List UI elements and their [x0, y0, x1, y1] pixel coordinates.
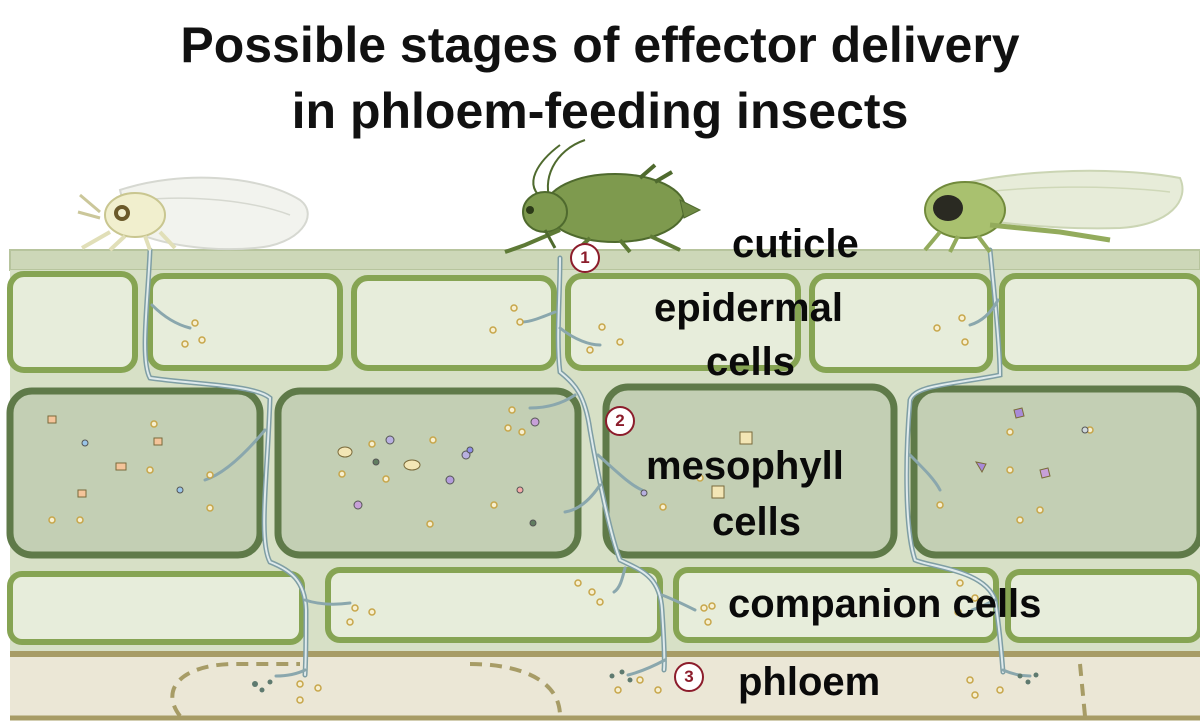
effector-shapes [47, 407, 1051, 499]
stage-marker-2: 2 [605, 406, 635, 436]
epidermal-cell [999, 273, 1200, 371]
epidermal-cell [351, 275, 557, 371]
phloem-label: phloem [738, 660, 881, 704]
epidermal-cell [147, 273, 343, 371]
effector-particles-colored [81, 417, 1089, 527]
mesophyll-cell [602, 383, 898, 559]
epidermal-label-line-1: epidermal [654, 286, 843, 330]
companion-cell [1005, 569, 1200, 643]
companion-cell [325, 567, 663, 643]
leafhopper-eye [933, 195, 963, 221]
title-line-2: in phloem-feeding insects [291, 83, 909, 139]
sieve-element-outline [170, 662, 300, 718]
whitefly-illustration [77, 176, 309, 252]
phloem-layer [10, 651, 1200, 721]
mesophyll-label-line-1: mesophyll [646, 444, 844, 488]
epidermal-cell [809, 273, 993, 373]
effector-particles-dark [252, 669, 1039, 693]
companion-cell [7, 571, 305, 645]
effector-particles [48, 304, 1094, 704]
sieve-element-outline [469, 662, 562, 717]
mesophyll-cell [274, 387, 582, 559]
stage-marker-3: 3 [674, 662, 704, 692]
epidermal-cells [7, 271, 1200, 373]
title-line-1: Possible stages of effector delivery [180, 17, 1020, 73]
epidermal-cell [565, 273, 801, 371]
mesophyll-cell [6, 387, 264, 559]
cuticle-label: cuticle [732, 222, 859, 266]
epidermal-cell [7, 271, 138, 373]
aphid-illustration [504, 139, 702, 254]
stage-marker-1: 1 [570, 243, 600, 273]
epidermal-label-line-2: cells [706, 340, 795, 384]
companion-cells [7, 567, 1200, 645]
mesophyll-label-line-2: cells [712, 500, 801, 544]
whitefly-wing [118, 176, 309, 251]
sieve-element-outline [1078, 663, 1087, 717]
mesophyll-cells [6, 383, 1200, 559]
mesophyll-cell [910, 385, 1200, 559]
leafhopper-illustration [923, 169, 1184, 254]
cuticle-layer [9, 249, 1200, 271]
whitefly-body [104, 192, 166, 238]
companion-cells-label: companion cells [728, 582, 1042, 626]
